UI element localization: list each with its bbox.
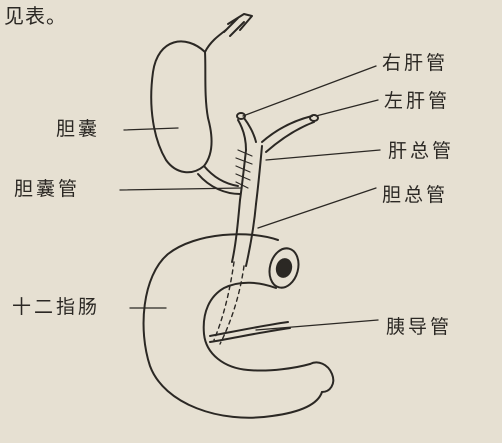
label-pancreatic-duct: 胰导管 xyxy=(386,318,452,337)
leader-lines xyxy=(120,66,380,330)
label-left-hepatic-duct: 左肝管 xyxy=(384,92,450,111)
common-bile-duct-shape xyxy=(232,200,256,266)
common-hepatic-duct-shape xyxy=(240,146,262,204)
gallbladder-shape xyxy=(151,41,211,172)
label-cystic-duct: 胆囊管 xyxy=(14,180,80,199)
left-hepatic-duct-shape xyxy=(262,116,314,152)
pancreatic-duct-shape xyxy=(210,322,290,342)
label-common-bile-duct: 胆总管 xyxy=(382,186,448,205)
cystic-duct-shape xyxy=(198,166,240,194)
liver-hatch xyxy=(236,150,252,188)
gallbladder-neck-tag xyxy=(205,14,252,52)
label-common-hepatic-duct: 肝总管 xyxy=(388,142,454,161)
label-duodenum: 十二指肠 xyxy=(12,298,100,317)
label-right-hepatic-duct: 右肝管 xyxy=(382,54,448,73)
label-gallbladder: 胆囊 xyxy=(56,120,100,139)
right-hepatic-duct-shape xyxy=(238,118,256,150)
header-fragment: 见表。 xyxy=(4,6,67,26)
